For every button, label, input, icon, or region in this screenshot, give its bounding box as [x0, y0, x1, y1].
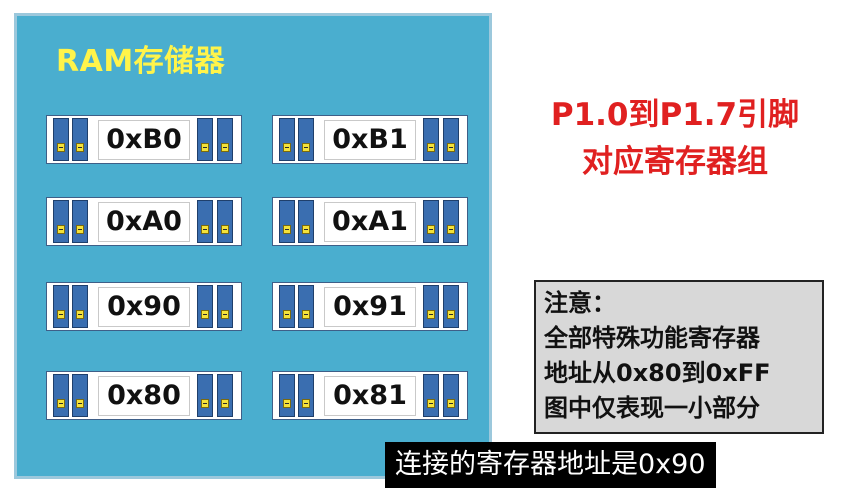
video-subtitle: 连接的寄存器地址是0x90	[385, 442, 716, 488]
bit-cell	[298, 118, 314, 161]
bit-led-icon	[302, 310, 310, 319]
register-address: 0xA0	[98, 202, 190, 242]
note-line: 图中仅表现一小部分	[544, 394, 760, 422]
bit-led-icon	[57, 225, 65, 234]
register-0x90: 0x90	[46, 282, 242, 331]
bit-cell	[443, 200, 459, 243]
register-0xa1: 0xA1	[272, 197, 468, 246]
bit-led-icon	[221, 310, 229, 319]
bit-led-icon	[201, 399, 209, 408]
bit-cell	[72, 200, 88, 243]
register-0xb0: 0xB0	[46, 115, 242, 164]
bit-cell	[298, 374, 314, 417]
bit-led-icon	[427, 310, 435, 319]
bit-cell	[279, 285, 295, 328]
register-address: 0x80	[98, 376, 190, 416]
register-0x91: 0x91	[272, 282, 468, 331]
bit-led-icon	[283, 399, 291, 408]
bit-led-icon	[201, 310, 209, 319]
note-heading: 注意：	[544, 289, 616, 317]
bit-cell	[53, 118, 69, 161]
bit-led-icon	[76, 399, 84, 408]
bit-led-icon	[221, 143, 229, 152]
bit-cell	[197, 118, 213, 161]
register-0x80: 0x80	[46, 371, 242, 420]
bit-led-icon	[201, 143, 209, 152]
bit-cell	[217, 118, 233, 161]
note-line: 地址从0x80到0xFF	[544, 359, 771, 387]
register-address: 0x81	[324, 376, 416, 416]
note-box: 注意： 全部特殊功能寄存器 地址从0x80到0xFF 图中仅表现一小部分	[534, 280, 824, 434]
bit-led-icon	[283, 310, 291, 319]
bit-cell	[53, 200, 69, 243]
bit-led-icon	[302, 225, 310, 234]
bit-led-icon	[302, 143, 310, 152]
bit-led-icon	[76, 310, 84, 319]
bit-led-icon	[201, 225, 209, 234]
bit-cell	[279, 118, 295, 161]
bit-cell	[217, 200, 233, 243]
note-line: 全部特殊功能寄存器	[544, 324, 760, 352]
ram-title: RAM存储器	[56, 44, 226, 79]
bit-led-icon	[283, 143, 291, 152]
bit-cell	[72, 118, 88, 161]
bit-cell	[217, 374, 233, 417]
bit-led-icon	[76, 143, 84, 152]
register-0xa0: 0xA0	[46, 197, 242, 246]
register-0x81: 0x81	[272, 371, 468, 420]
bit-led-icon	[221, 225, 229, 234]
bit-cell	[197, 200, 213, 243]
bit-led-icon	[57, 399, 65, 408]
bit-led-icon	[221, 399, 229, 408]
bit-cell	[197, 374, 213, 417]
bit-cell	[279, 374, 295, 417]
register-address: 0xA1	[324, 202, 416, 242]
bit-cell	[443, 285, 459, 328]
pin-register-title: P1.0到P1.7引脚 对应寄存器组	[514, 92, 836, 186]
bit-led-icon	[447, 310, 455, 319]
bit-cell	[298, 285, 314, 328]
bit-cell	[53, 374, 69, 417]
bit-led-icon	[76, 225, 84, 234]
bit-cell	[443, 374, 459, 417]
bit-cell	[423, 200, 439, 243]
register-address: 0x91	[324, 287, 416, 327]
bit-cell	[197, 285, 213, 328]
register-address: 0xB0	[98, 120, 190, 160]
register-address: 0x90	[98, 287, 190, 327]
bit-cell	[423, 118, 439, 161]
bit-led-icon	[447, 399, 455, 408]
bit-led-icon	[427, 399, 435, 408]
pin-register-title-line1: P1.0到P1.7引脚	[550, 97, 800, 133]
bit-led-icon	[447, 225, 455, 234]
bit-cell	[423, 285, 439, 328]
bit-led-icon	[57, 143, 65, 152]
register-0xb1: 0xB1	[272, 115, 468, 164]
bit-cell	[53, 285, 69, 328]
bit-led-icon	[427, 225, 435, 234]
bit-led-icon	[427, 143, 435, 152]
bit-led-icon	[57, 310, 65, 319]
bit-cell	[443, 118, 459, 161]
bit-cell	[72, 374, 88, 417]
bit-cell	[72, 285, 88, 328]
bit-cell	[423, 374, 439, 417]
bit-led-icon	[283, 225, 291, 234]
bit-cell	[279, 200, 295, 243]
bit-cell	[298, 200, 314, 243]
register-address: 0xB1	[324, 120, 416, 160]
bit-cell	[217, 285, 233, 328]
bit-led-icon	[302, 399, 310, 408]
bit-led-icon	[447, 143, 455, 152]
pin-register-title-line2: 对应寄存器组	[582, 144, 768, 180]
